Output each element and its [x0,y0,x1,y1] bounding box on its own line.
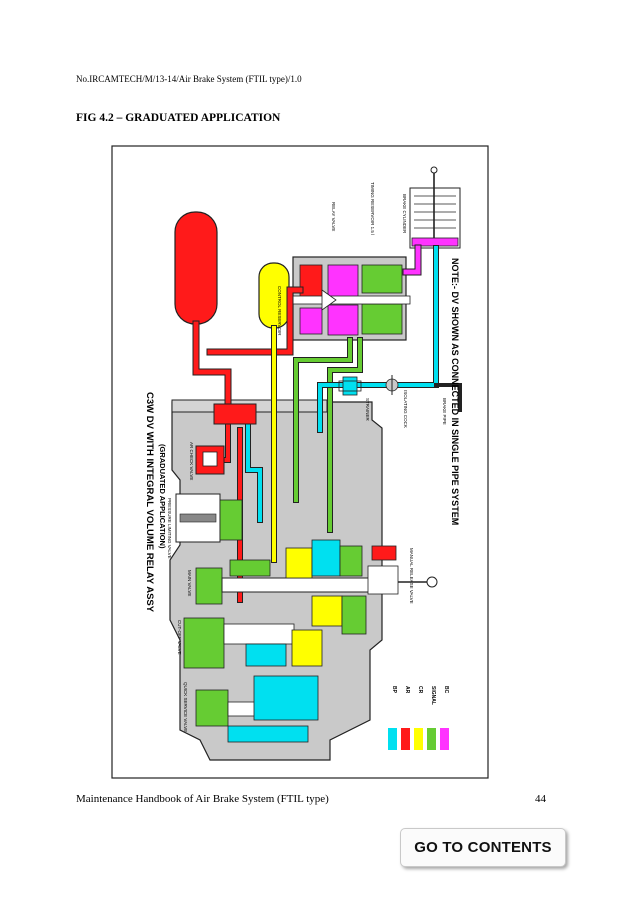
label-brake-cylinder: BRAKE CYLINDER [402,194,407,234]
legend-label-bc: BC [443,686,449,694]
legend-label-ar: AR [404,686,410,694]
manual-release-valve [367,545,438,595]
label-relay-valve: RELAY VALVE [331,202,336,231]
legend-label-bp: BP [391,686,397,694]
label-manual-release-valve: MANUAL RELEASE VALVE [409,548,414,604]
quick-service-valve [195,675,319,743]
label-ar-check-valve: AR CHECK VALVE [189,442,194,480]
legend-swatch-ar [401,728,410,750]
legend: BP AR CR SIGNAL BC [388,686,449,750]
legend-swatch-bp [388,728,397,750]
diagram-sub-title: (GRADUATED APPLICATION) [158,444,167,549]
label-control-reservoir: CONTROL RESERVOIR [277,286,282,336]
label-main-valve: MAIN VALVE [187,570,192,596]
diagram-frame [111,145,489,779]
label-cut-off-valve: CUT-OFF VALVE [177,620,182,655]
auxiliary-reservoir [174,211,218,325]
legend-swatch-signal [427,728,436,750]
legend-swatch-cr [414,728,423,750]
label-quick-service-valve: QUICK SERVICE VALVE [183,682,188,732]
figure-title: FIG 4.2 – GRADUATED APPLICATION [76,112,281,124]
legend-swatch-bc [440,728,449,750]
pressure-limiting-valve [175,493,243,543]
label-brake-pipe: BRAKE PIPE [442,398,447,425]
legend-label-signal: SIGNAL [430,686,436,705]
strainer [338,376,362,396]
footer-text: Maintenance Handbook of Air Brake System… [76,793,329,805]
legend-label-cr: CR [417,686,423,694]
label-strainer: STRAINER [365,398,370,422]
control-reservoir [258,262,290,329]
label-timing-reservoir: TIMING RESERVOIR 1.5 l [370,182,375,235]
ar-port-block [213,403,257,425]
relay-valve [291,256,411,341]
label-isolating-cock: ISOLATING COCK [403,390,408,428]
main-valve [195,539,373,635]
go-to-contents-button[interactable]: GO TO CONTENTS [400,828,566,867]
page-number: 44 [535,793,546,805]
diagram-note: NOTE:- DV SHOWN AS CONNECTED IN SINGLE P… [450,258,460,525]
ar-check-valve [195,445,225,475]
document-reference: No.IRCAMTECH/M/13-14/Air Brake System (F… [76,74,302,84]
label-pressure-limiting-valve: PRESSURE LIMITING VALVE [167,498,172,559]
isolating-cock [385,375,399,395]
brake-cylinder [409,166,461,249]
diagram-main-title: C3W DV WITH INTEGRAL VOLUME RELAY ASSY [144,392,155,613]
cut-off-valve [183,617,323,669]
